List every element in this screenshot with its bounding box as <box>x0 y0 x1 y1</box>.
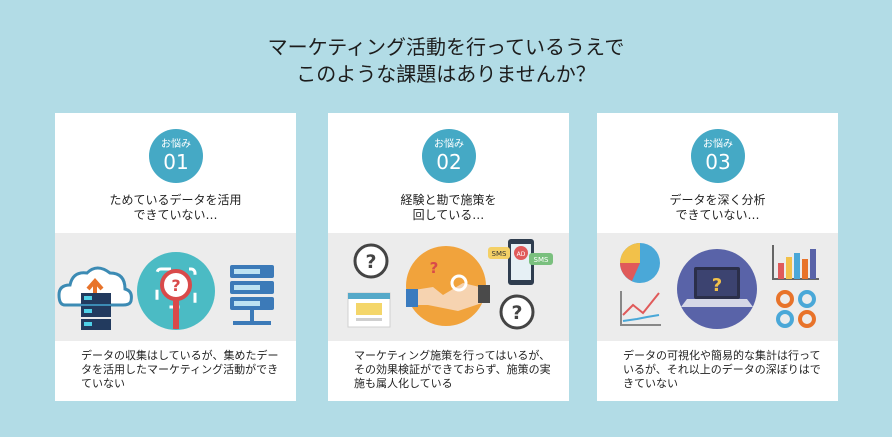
problem-badge: お悩み 03 <box>691 129 745 183</box>
svg-text:SMS: SMS <box>492 250 507 258</box>
donut-charts-icon <box>776 290 816 328</box>
problem-description: データの可視化や簡易的な集計は行っているが、それ以上のデータの深ぼりはできていな… <box>623 349 821 390</box>
svg-text:?: ? <box>430 259 439 277</box>
smartphone-sms-icon: SMS AD SMS <box>488 239 553 285</box>
server-rack-icon <box>230 265 274 325</box>
bar-chart-icon <box>772 245 819 280</box>
line-chart-icon <box>620 291 661 326</box>
illustration-band: ? <box>55 233 296 341</box>
problem-title: 経験と勘で施策を 回している… <box>400 193 497 222</box>
svg-text:AD: AD <box>517 251 526 258</box>
svg-text:SMS: SMS <box>534 256 549 264</box>
problem-card-2: お悩み 02 経験と勘で施策を 回している… ? ? <box>328 113 569 401</box>
page-headline: マーケティング活動を行っているうえで このような課題はありませんか？ <box>0 34 892 88</box>
illustration-band: ? ? SMS AD <box>328 233 569 341</box>
magnifier-question-icon: ? <box>137 252 215 330</box>
svg-text:?: ? <box>712 275 722 296</box>
svg-text:?: ? <box>511 302 522 324</box>
illustration-band: ? <box>597 233 838 341</box>
question-icon: ? <box>353 243 389 279</box>
question-icon: ? <box>499 294 535 330</box>
headline-line-1: マーケティング活動を行っているうえで <box>267 35 625 59</box>
pie-chart-icon <box>620 243 660 283</box>
problem-badge: お悩み 02 <box>422 129 476 183</box>
webpage-icon <box>347 292 391 328</box>
problem-description: データの収集はしているが、集めたデータを活用したマーケティング活動ができていない <box>81 349 279 390</box>
problem-title: ためているデータを活用 できていない… <box>109 193 242 222</box>
handshake-icon: ? <box>406 246 490 326</box>
svg-text:?: ? <box>171 276 180 295</box>
headline-line-2: このような課題はありませんか？ <box>296 62 596 86</box>
problem-card-1: お悩み 01 ためているデータを活用 できていない… <box>55 113 296 401</box>
laptop-question-icon: ? <box>677 249 757 329</box>
problem-title: データを深く分析 できていない… <box>669 193 766 222</box>
problem-card-3: お悩み 03 データを深く分析 できていない… ? <box>597 113 838 401</box>
problem-badge: お悩み 01 <box>149 129 203 183</box>
svg-text:?: ? <box>365 251 376 273</box>
server-icon <box>81 293 111 330</box>
cloud-upload-icon <box>57 266 133 307</box>
problem-description: マーケティング施策を行ってはいるが、その効果検証ができておらず、施策の実施も属人… <box>354 349 551 390</box>
